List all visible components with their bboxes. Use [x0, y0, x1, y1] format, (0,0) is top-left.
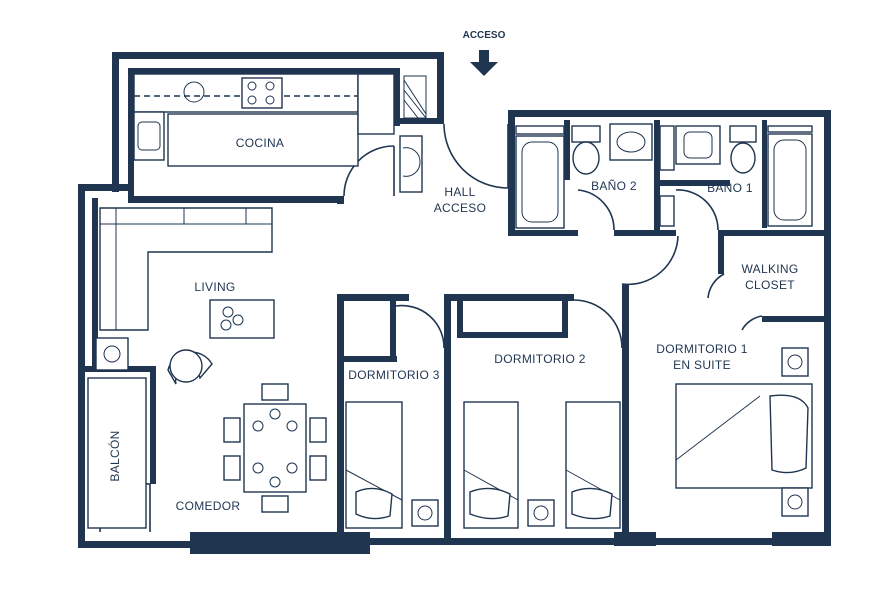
label-acceso: ACCESO [463, 30, 506, 41]
label-cocina: COCINA [236, 136, 284, 150]
armchair-icon [167, 349, 213, 385]
label-bano-2: BAÑO 2 [591, 179, 637, 193]
label-dormitorio-1: DORMITORIO 1 [656, 342, 747, 356]
label-walking: WALKING [742, 262, 799, 276]
label-living: LIVING [194, 280, 235, 294]
kitchen-fixtures [133, 73, 427, 167]
table-icon [223, 383, 327, 513]
label-dormitorio-3: DORMITORIO 3 [348, 368, 439, 382]
interior-walls [337, 120, 830, 538]
label-bano-1: BAÑO 1 [707, 181, 753, 195]
bedroom-furniture [345, 347, 813, 529]
label-closet: CLOSET [745, 278, 795, 292]
bed-icon [345, 401, 403, 529]
exterior-walls [78, 52, 831, 554]
bathroom-fixtures [515, 123, 813, 229]
label-en-suite: EN SUITE [673, 358, 731, 372]
room-labels: ACCESO COCINA HALL ACCESO BAÑO 2 BAÑO 1 … [107, 30, 799, 513]
label-dormitorio-2: DORMITORIO 2 [494, 352, 585, 366]
bathtub-icon [515, 135, 565, 229]
sink-icon [609, 123, 653, 161]
label-balcon: BALCÓN [107, 430, 122, 481]
label-comedor: COMEDOR [176, 499, 241, 513]
toilet-icon [571, 125, 601, 175]
entry-arrow-icon [470, 50, 498, 76]
sofa-icon [99, 207, 273, 331]
label-hall-acceso: ACCESO [434, 201, 486, 215]
stove-icon [241, 77, 283, 109]
label-hall: HALL [444, 185, 475, 199]
living-furniture [87, 207, 327, 529]
